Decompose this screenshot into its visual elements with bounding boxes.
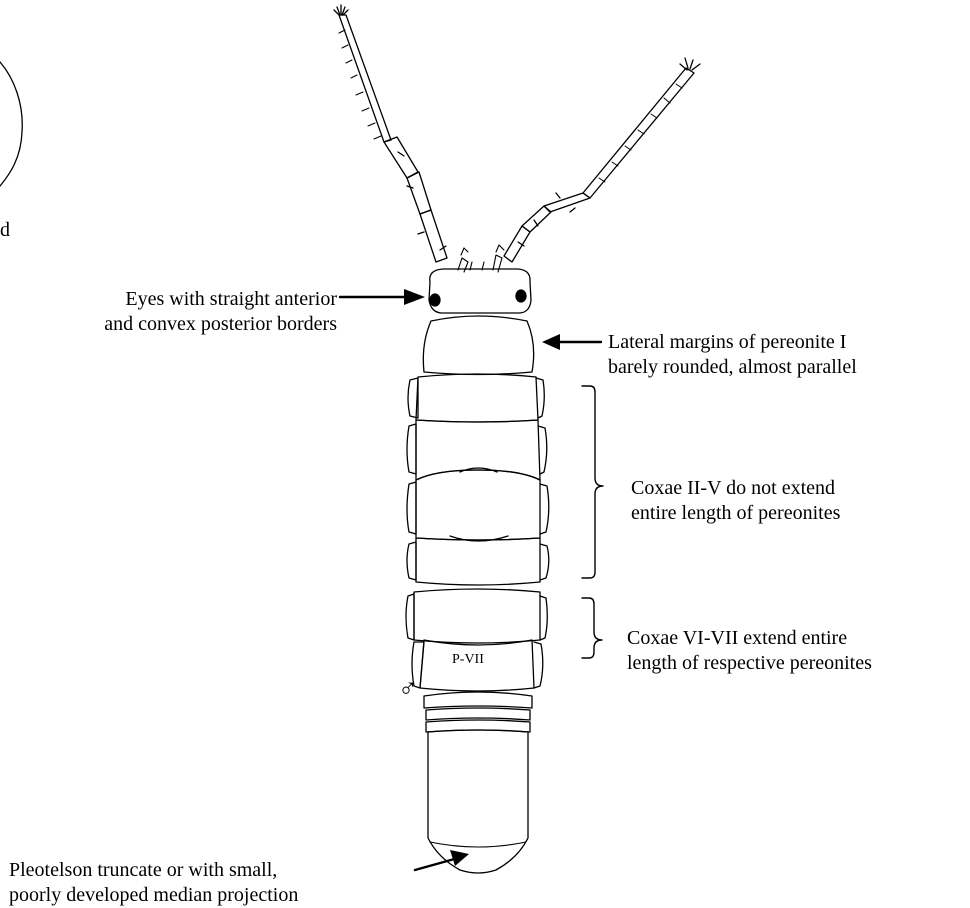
label-coxae-6-7: Coxae VI-VII extend entire length of res… (627, 626, 872, 676)
pereonites-6-7 (406, 589, 547, 691)
label-lateral-margins: Lateral margins of pereonite I barely ro… (608, 330, 857, 380)
right-antenna (504, 58, 700, 262)
braces (582, 386, 603, 658)
label-coxae-6-7-line2: length of respective pereonites (627, 651, 872, 676)
pleonites (424, 692, 532, 732)
label-pleotelson-line2: poorly developed median projection (9, 883, 298, 908)
left-antenna (334, 5, 447, 262)
pleotelson (428, 730, 528, 873)
arrows (340, 297, 601, 870)
male-symbol: ♂ (398, 674, 418, 704)
left-eye (430, 294, 440, 306)
label-coxae-6-7-line1: Coxae VI-VII extend entire (627, 626, 872, 651)
right-eye (516, 290, 526, 302)
pereonite-1 (423, 316, 533, 375)
arrow-head-pleotelson (450, 850, 469, 866)
label-lateral-line2: barely rounded, almost parallel (608, 355, 857, 380)
arrow-head-eyes (404, 289, 425, 305)
label-eyes-line2: and convex posterior borders (42, 312, 337, 337)
pereonites-2-5 (407, 374, 549, 585)
segment-label-p7: P-VII (452, 652, 484, 668)
label-coxae-2-5-line1: Coxae II-V do not extend (631, 476, 840, 501)
label-coxae-2-5: Coxae II-V do not extend entire length o… (631, 476, 840, 526)
brace-coxae-2-5 (582, 386, 603, 578)
arrow-head-lateral (542, 334, 560, 350)
mouthparts (458, 245, 504, 272)
label-eyes-line1: Eyes with straight anterior (42, 287, 337, 312)
brace-coxae-6-7 (582, 598, 602, 658)
cropped-left-text: d (0, 219, 10, 242)
head (429, 269, 531, 313)
label-pleotelson-line1: Pleotelson truncate or with small, (9, 858, 298, 883)
cropped-adjacent-figure (0, 62, 22, 186)
label-lateral-line1: Lateral margins of pereonite I (608, 330, 857, 355)
label-eyes: Eyes with straight anterior and convex p… (42, 287, 337, 337)
label-coxae-2-5-line2: entire length of pereonites (631, 501, 840, 526)
label-pleotelson: Pleotelson truncate or with small, poorl… (9, 858, 298, 908)
